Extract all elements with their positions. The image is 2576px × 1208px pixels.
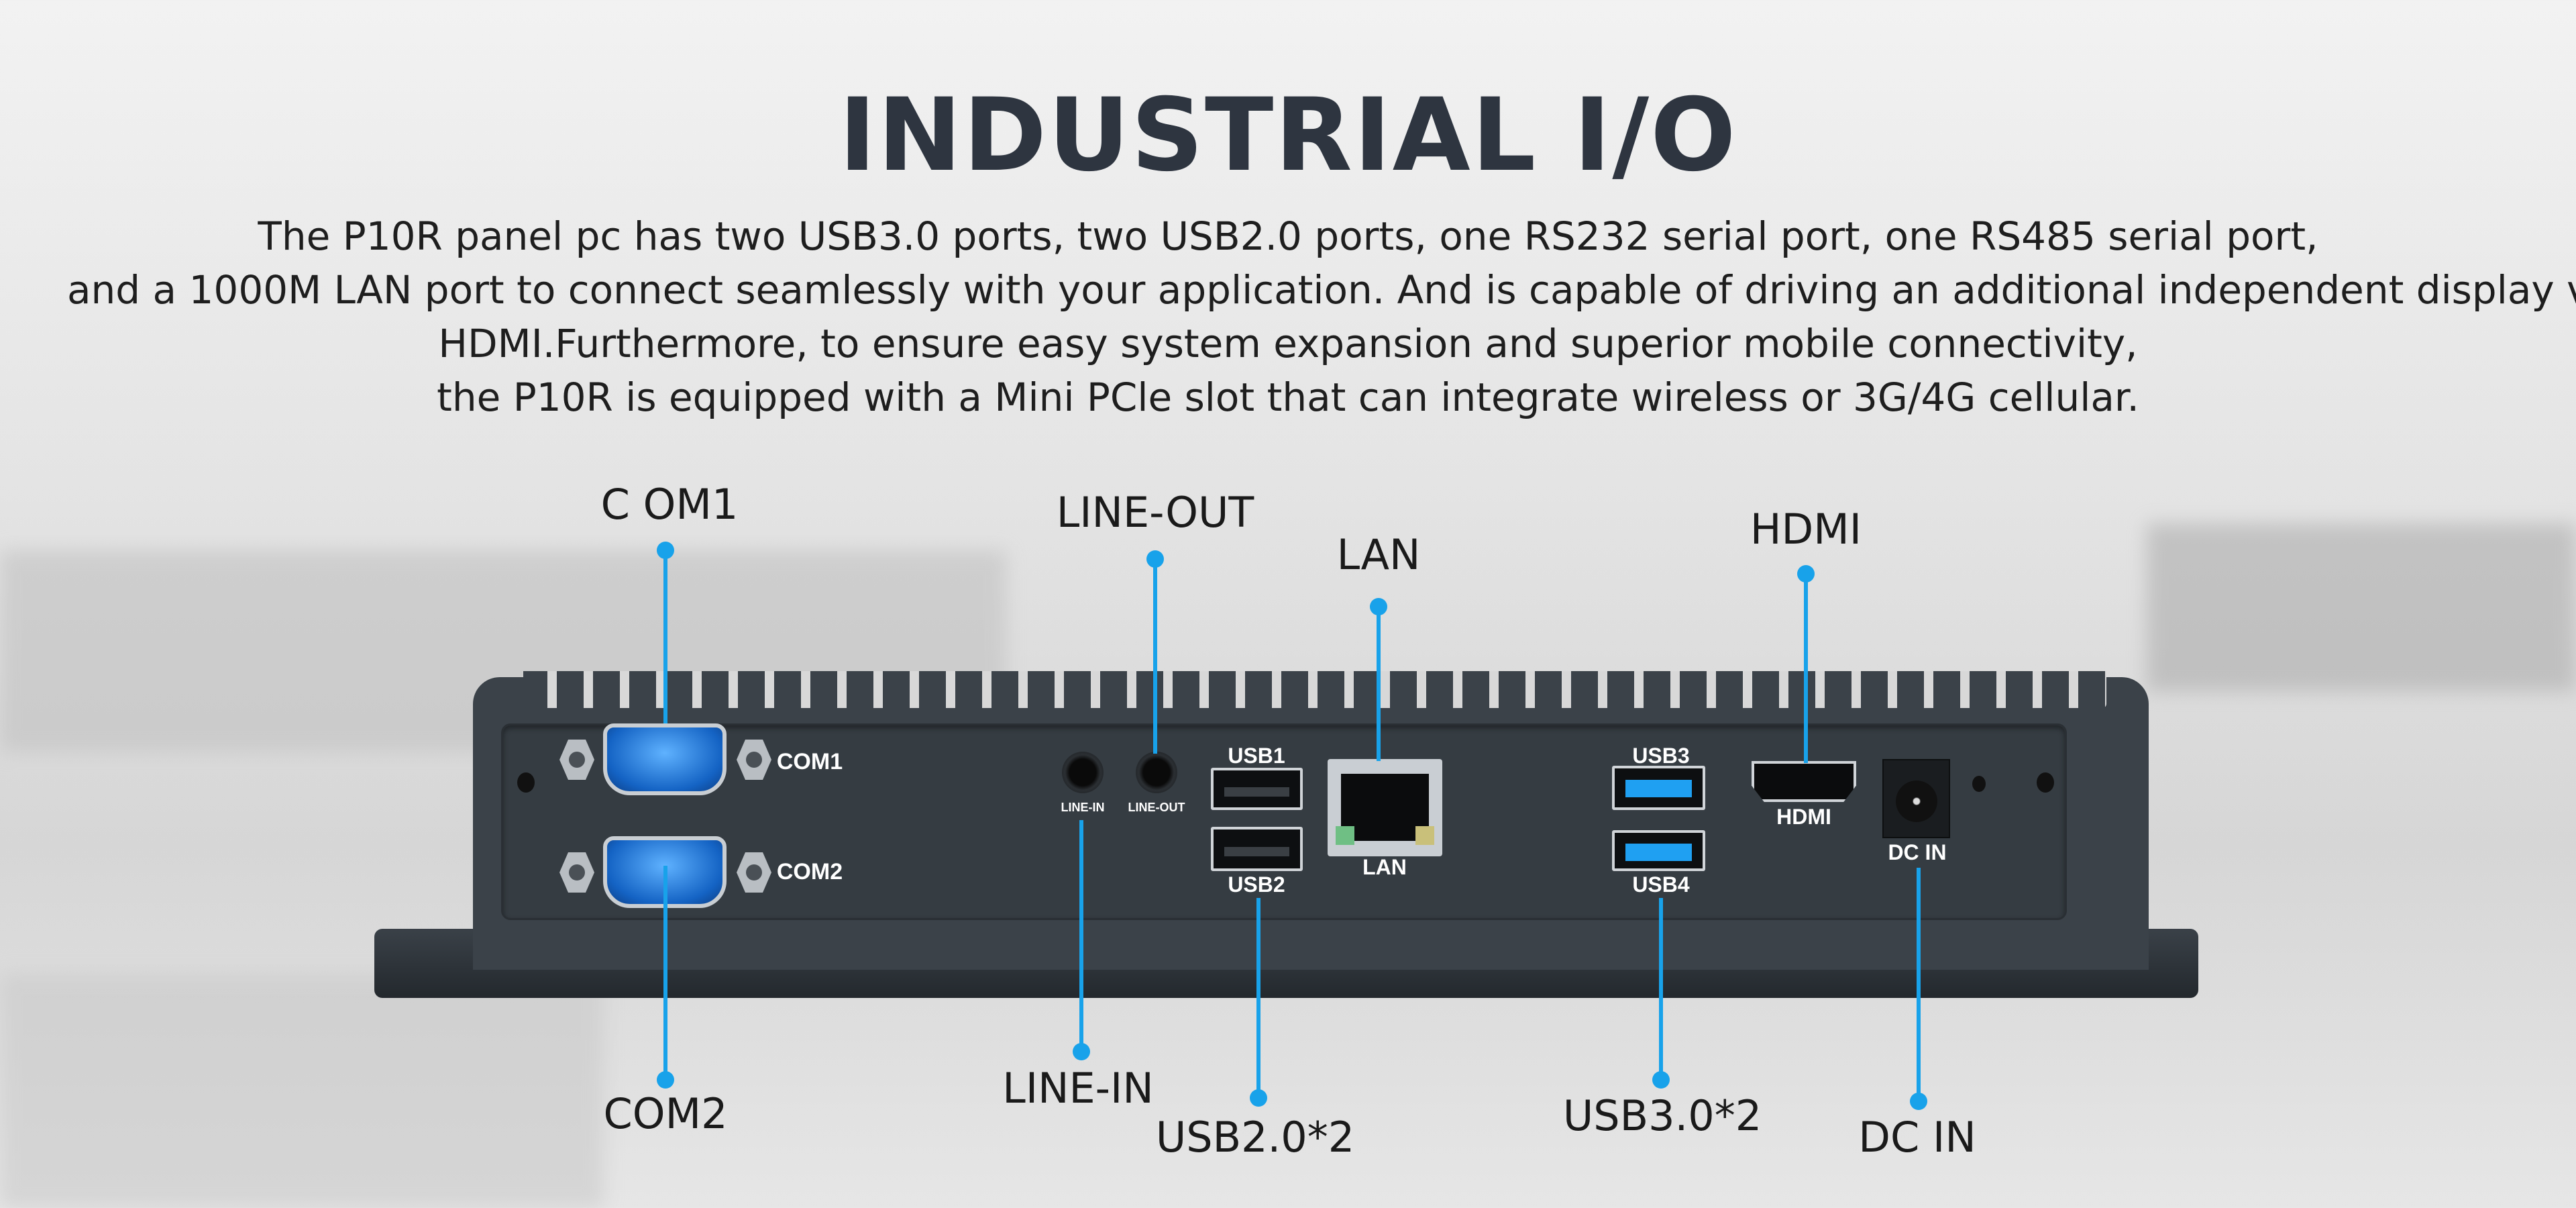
callout-line-in: LINE-IN [1002, 1064, 1154, 1113]
callout-usb20: USB2.0*2 [1155, 1113, 1355, 1162]
callout-com1: C OM1 [600, 480, 739, 529]
callout-line-out: LINE-OUT [1056, 488, 1254, 537]
background-machine [0, 973, 604, 1208]
callout-line [1804, 574, 1808, 763]
callout-line [663, 866, 667, 1080]
line-out-port-label: LINE-OUT [1128, 801, 1185, 814]
callout-dot [1250, 1089, 1267, 1107]
screw-hole [517, 772, 535, 793]
lan-link-led [1336, 826, 1354, 845]
hex-nut [559, 740, 594, 780]
callout-dot [1073, 1043, 1090, 1060]
usb4-port-label: USB4 [1632, 872, 1690, 897]
usb1-port [1211, 768, 1303, 810]
screw-hole [2037, 772, 2054, 793]
description-line: and a 1000M LAN port to connect seamless… [67, 267, 2576, 313]
page-title: INDUSTRIAL I/O [839, 77, 1737, 194]
dc-in-port-label: DC IN [1888, 840, 1947, 864]
hdmi-port-label: HDMI [1776, 805, 1831, 829]
callout-line [1256, 898, 1260, 1098]
usb3-port-label: USB3 [1632, 744, 1690, 768]
line-out-jack [1136, 752, 1177, 793]
callout-line [1917, 868, 1921, 1101]
usb4-port [1612, 830, 1705, 871]
callout-line [1659, 898, 1663, 1080]
background-machine [2147, 523, 2576, 691]
callout-line [1377, 607, 1381, 761]
dc-jack [1896, 781, 1937, 822]
callout-dot [1797, 565, 1815, 583]
com2-port-label: COM2 [776, 859, 843, 885]
lan-port-label: LAN [1362, 855, 1407, 879]
com1-port-label: COM1 [776, 749, 843, 774]
callout-dot [1370, 598, 1387, 615]
callout-dot [657, 1071, 674, 1089]
description-line: HDMI.Furthermore, to ensure easy system … [438, 321, 2138, 366]
callout-dc-in: DC IN [1858, 1113, 1976, 1162]
lan-activity-led [1415, 826, 1434, 845]
callout-line [663, 550, 667, 723]
com1-port [603, 723, 727, 795]
usb2-port-label: USB2 [1228, 872, 1285, 897]
description: The P10R panel pc has two USB3.0 ports, … [67, 209, 2576, 424]
hdmi-port [1752, 761, 1856, 802]
callout-dot [1146, 550, 1164, 568]
lan-port [1328, 759, 1442, 856]
callout-usb30: USB3.0*2 [1562, 1091, 1762, 1140]
heatsink-fins [523, 671, 2106, 708]
dc-in-port [1882, 759, 1950, 838]
usb3-port [1612, 766, 1705, 810]
screw-hole [1972, 776, 1986, 792]
hex-nut [559, 852, 594, 893]
callout-line [1079, 820, 1083, 1052]
usb1-port-label: USB1 [1228, 744, 1285, 768]
callout-hdmi: HDMI [1750, 505, 1862, 554]
callout-dot [1910, 1093, 1927, 1110]
line-in-port-label: LINE-IN [1061, 801, 1105, 814]
usb2-port [1211, 827, 1303, 871]
callout-dot [1652, 1071, 1670, 1089]
callout-line [1153, 559, 1157, 754]
description-line: the P10R is equipped with a Mini PCle sl… [437, 374, 2139, 420]
callout-com2: COM2 [603, 1089, 728, 1138]
lan-socket [1341, 774, 1429, 841]
callout-lan: LAN [1336, 530, 1421, 579]
line-in-jack [1062, 752, 1104, 793]
description-line: The P10R panel pc has two USB3.0 ports, … [258, 213, 2318, 259]
callout-dot [657, 542, 674, 559]
